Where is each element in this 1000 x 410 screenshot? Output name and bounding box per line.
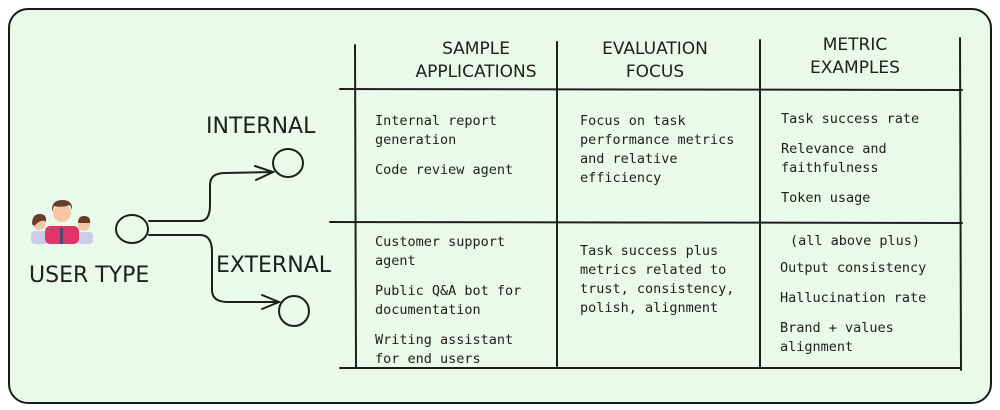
cell-line: Brand + values bbox=[780, 320, 894, 336]
cell-line: trust, consistency, bbox=[580, 281, 735, 297]
table-row-divider bbox=[329, 221, 963, 224]
cell-line: Code review agent bbox=[375, 162, 514, 178]
header-line: FOCUS bbox=[625, 62, 685, 82]
table-column-line bbox=[959, 37, 962, 371]
header-line: METRIC bbox=[822, 35, 888, 55]
header-metric-examples: METRIC EXAMPLES bbox=[755, 34, 955, 80]
header-line: SAMPLE bbox=[442, 39, 510, 59]
cell-line: Hallucination rate bbox=[780, 290, 927, 306]
external-arrowhead bbox=[261, 294, 282, 310]
cell-line: metrics related to bbox=[580, 262, 727, 278]
external-arrow bbox=[148, 234, 279, 303]
external-label: EXTERNAL bbox=[216, 253, 331, 278]
cell-line: and relative bbox=[580, 151, 678, 167]
cell-line: Public Q&A bot for bbox=[375, 283, 522, 299]
diagram-frame bbox=[8, 8, 992, 404]
cell-line: agent bbox=[375, 253, 416, 269]
metrics-note: (all above plus) bbox=[790, 233, 921, 249]
cell-line: efficiency bbox=[580, 170, 662, 186]
cell-line: Task success rate bbox=[781, 111, 920, 127]
internal-label: INTERNAL bbox=[206, 114, 316, 139]
table-header-line bbox=[339, 88, 963, 91]
cell-line: polish, alignment bbox=[580, 300, 719, 316]
cell-line: Output consistency bbox=[780, 260, 927, 276]
cell-line: generation bbox=[375, 132, 457, 148]
cell-line: Focus on task bbox=[580, 113, 686, 129]
row-internal-metrics: Task success rate Relevance and faithfuln… bbox=[781, 110, 919, 219]
cell-line: Internal report bbox=[375, 113, 497, 129]
cell-line: performance metrics bbox=[580, 132, 735, 148]
cell-line: Task success plus bbox=[580, 243, 719, 259]
cell-line: for end users bbox=[375, 351, 481, 367]
cell-line: documentation bbox=[375, 302, 481, 318]
internal-arrow bbox=[148, 171, 273, 222]
row-external-metrics: (all above plus) Output consistency Hall… bbox=[780, 232, 926, 368]
header-line: EVALUATION bbox=[602, 39, 708, 59]
row-internal-focus: Focus on task performance metrics and re… bbox=[580, 112, 734, 188]
header-line: APPLICATIONS bbox=[415, 62, 537, 82]
header-line: EXAMPLES bbox=[810, 58, 900, 78]
internal-node bbox=[272, 148, 304, 178]
user-type-label: USER TYPE bbox=[29, 263, 150, 288]
cell-line: Token usage bbox=[781, 190, 871, 206]
cell-line: alignment bbox=[780, 339, 854, 355]
cell-line: faithfulness bbox=[781, 160, 879, 176]
internal-arrowhead bbox=[254, 165, 276, 181]
header-evaluation-focus: EVALUATION FOCUS bbox=[555, 38, 755, 84]
table-column-line bbox=[354, 44, 357, 369]
cell-line: Relevance and bbox=[781, 141, 887, 157]
external-node bbox=[278, 295, 310, 327]
row-external-applications: Customer support agent Public Q&A bot for… bbox=[375, 233, 521, 380]
cell-line: Writing assistant bbox=[375, 332, 514, 348]
row-internal-applications: Internal report generation Code review ag… bbox=[375, 112, 513, 191]
header-sample-applications: SAMPLE APPLICATIONS bbox=[376, 38, 576, 84]
user-type-node bbox=[115, 214, 149, 244]
cell-line: Customer support bbox=[375, 234, 506, 250]
row-external-focus: Task success plus metrics related to tru… bbox=[580, 242, 734, 318]
user-group-icon bbox=[31, 200, 93, 244]
